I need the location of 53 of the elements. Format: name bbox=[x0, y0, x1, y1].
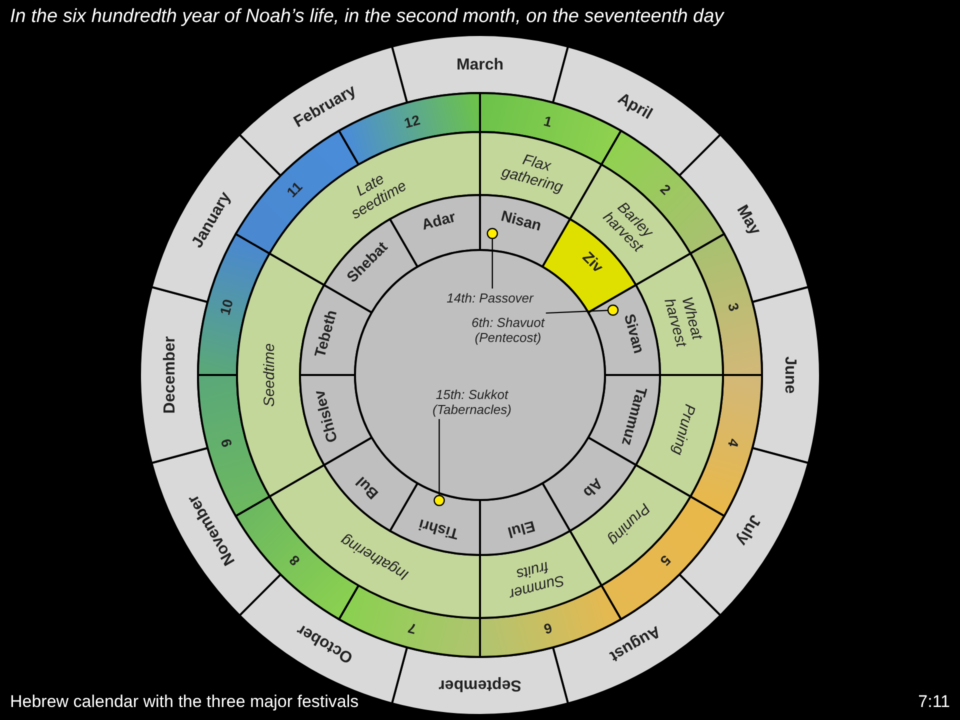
hebrew-month-name: Tammuz bbox=[618, 385, 650, 448]
number-name: 2 bbox=[657, 180, 674, 198]
number-name: 5 bbox=[657, 552, 674, 570]
slide-number: 7:11 bbox=[918, 692, 950, 712]
festival-label: 14th: Passover bbox=[446, 290, 534, 306]
leader-line bbox=[438, 419, 440, 496]
number-name: 11 bbox=[283, 178, 306, 200]
hebrew-month-name: Elul bbox=[506, 517, 537, 541]
season-name: Summer fruits bbox=[507, 558, 566, 602]
number-name: 1 bbox=[542, 112, 554, 130]
hebrew-month-name: Ziv bbox=[578, 248, 606, 276]
season-name: Pruning bbox=[668, 402, 698, 457]
hebrew-month-name: Tebeth bbox=[312, 308, 341, 360]
hebrew-month-name: Bul bbox=[352, 473, 382, 502]
number-name: 7 bbox=[406, 620, 418, 638]
month-segment bbox=[391, 34, 569, 104]
hebrew-month-name: Adar bbox=[420, 208, 458, 234]
title: In the six hundredth year of Noah’s life, in the second month, on the seventeenth day bbox=[10, 6, 724, 28]
number-name: 8 bbox=[286, 552, 303, 570]
festival-dot bbox=[607, 304, 619, 316]
number-name: 12 bbox=[402, 112, 422, 132]
number-name: 9 bbox=[218, 437, 236, 449]
hebrew-month-name: Chislev bbox=[311, 388, 342, 444]
month-segment bbox=[751, 286, 821, 464]
month-segment bbox=[391, 646, 569, 716]
month-segment bbox=[150, 446, 282, 616]
caption: Hebrew calendar with the three major festivals bbox=[10, 692, 359, 712]
month-name: March bbox=[456, 56, 504, 74]
festival-dot bbox=[434, 494, 445, 506]
festival-label: 6th: Shavuot (Pentecost) bbox=[472, 315, 544, 346]
season-name: Flax gathering bbox=[500, 151, 565, 196]
number-name: 10 bbox=[216, 297, 236, 317]
season-segment bbox=[569, 464, 692, 586]
hebrew-month-name: Ab bbox=[580, 474, 606, 501]
festival-dot bbox=[486, 228, 498, 240]
hebrew-month-name: Sivan bbox=[620, 312, 648, 356]
season-name: Wheat harvest bbox=[660, 295, 706, 349]
month-name: June bbox=[781, 356, 798, 394]
number-name: 3 bbox=[724, 301, 742, 313]
hebrew-month-name: Nisan bbox=[499, 208, 544, 235]
month-name: December bbox=[162, 336, 179, 414]
number-segment bbox=[600, 130, 726, 254]
leader-line bbox=[546, 310, 608, 314]
hebrew-month-segment bbox=[479, 482, 571, 556]
month-segment bbox=[139, 286, 209, 464]
month-name: April bbox=[614, 90, 655, 124]
number-name: 4 bbox=[724, 437, 742, 449]
month-name: September bbox=[438, 676, 522, 694]
season-name: Seedtime bbox=[260, 343, 278, 407]
hebrew-month-name: Tishri bbox=[416, 515, 461, 542]
number-segment bbox=[600, 496, 726, 620]
festival-label: 15th: Sukkot (Tabernacles) bbox=[432, 387, 512, 418]
number-name: 6 bbox=[542, 620, 554, 638]
